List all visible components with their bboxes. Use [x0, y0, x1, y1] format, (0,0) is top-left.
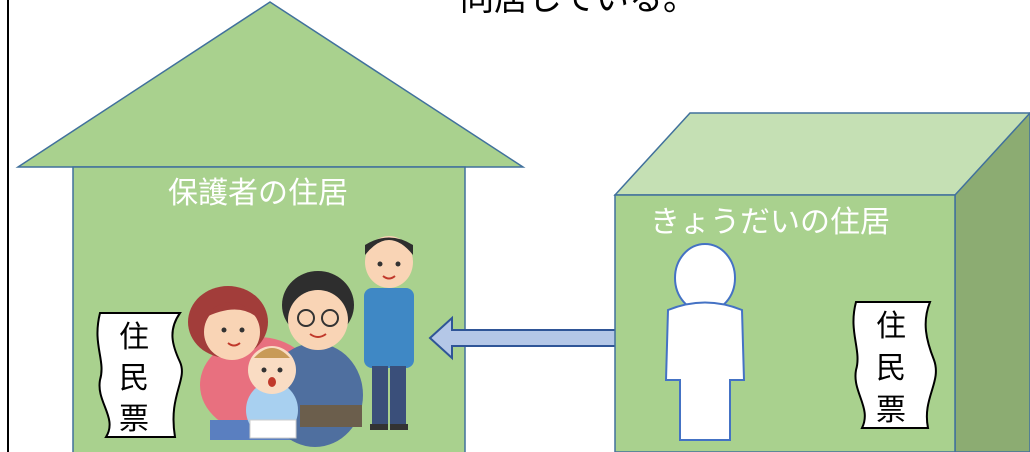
doc-char-3: 票	[119, 402, 149, 437]
doc-char-1: 住	[876, 309, 906, 344]
doc-char-1: 住	[119, 320, 149, 355]
doc-char-2: 民	[876, 351, 906, 386]
resident-record-document-icon: 住 民 票	[852, 301, 937, 429]
sibling-house: きょうだいの住居 住 民 票	[613, 111, 1030, 452]
doc-char-3: 票	[876, 393, 906, 428]
family-illustration	[188, 236, 414, 447]
son-figure	[364, 236, 414, 430]
caption-fragment: 同居している。	[460, 0, 697, 19]
doc-char-2: 民	[119, 361, 149, 396]
parent-house-roof	[15, 1, 526, 168]
parent-house: 保護者の住居 住 民 票	[15, 1, 526, 452]
resident-record-document-icon: 住 民 票	[96, 312, 183, 438]
sibling-house-title: きょうだいの住居	[650, 205, 890, 240]
silhouette-person-icon	[664, 243, 746, 441]
parent-house-title: 保護者の住居	[168, 176, 348, 211]
baby-figure	[246, 346, 298, 439]
